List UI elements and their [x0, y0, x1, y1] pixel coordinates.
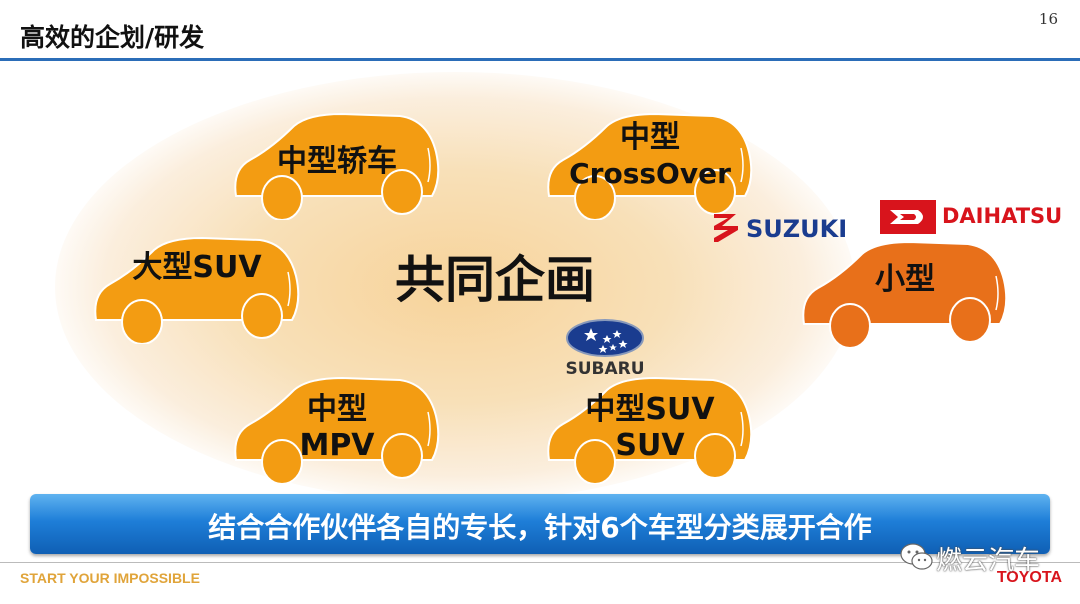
car-compact: 小型 [800, 236, 1010, 348]
wechat-icon [900, 543, 933, 570]
front-wheel [261, 175, 303, 220]
car-large-suv: 大型SUV [92, 232, 302, 344]
watermark-text: 燃云汽车 [936, 546, 1041, 576]
car-silhouette-icon [94, 236, 300, 344]
car-mid-crossover: 中型 CrossOver [545, 108, 755, 220]
front-wheel [574, 439, 616, 484]
suzuki-logo-text: SUZUKI [746, 215, 848, 243]
rear-wheel [694, 433, 736, 479]
page-number: 16 [1038, 10, 1058, 28]
car-label-line2: CrossOver [569, 157, 731, 190]
rear-wheel [381, 169, 423, 215]
suzuki-s-icon [714, 214, 738, 242]
slide-title: 高效的企划/研发 [20, 23, 205, 52]
car-silhouette-icon [547, 112, 753, 220]
title-divider [0, 58, 1080, 61]
front-wheel [574, 175, 616, 220]
joint-planning-label: 共同企画 [395, 251, 595, 309]
suzuki-logo: SUZUKI [710, 210, 865, 250]
rear-wheel [949, 297, 991, 343]
car-label: 小型 [875, 262, 935, 297]
front-wheel [261, 439, 303, 484]
car-label-line1: 中型SUV [585, 392, 715, 427]
car-label-line1: 中型 [307, 392, 367, 427]
subaru-logo-text: SUBARU [565, 359, 645, 379]
watermark: 燃云汽车 [900, 540, 1060, 580]
car-silhouette-icon [547, 376, 753, 484]
footer-slogan: START YOUR IMPOSSIBLE [20, 570, 200, 586]
car-silhouette-icon [234, 376, 440, 484]
car-label-line2: MPV [299, 428, 375, 463]
subaru-stars-icon [566, 319, 644, 357]
car-label-line1: 中型 [620, 120, 680, 155]
footer-divider [0, 562, 1080, 563]
car-label: 中型轿车 [277, 144, 397, 179]
toyota-logo-text: TOYOTA [996, 569, 1062, 586]
front-wheel [121, 299, 163, 344]
car-silhouette-icon [234, 112, 440, 220]
daihatsu-d-icon [880, 200, 936, 234]
car-silhouette-icon [802, 240, 1008, 348]
rear-wheel [241, 293, 283, 339]
car-mid-suv: 中型SUV SUV [545, 372, 755, 484]
car-mid-sedan: 中型轿车 [232, 108, 442, 220]
front-wheel [829, 303, 871, 348]
rear-wheel [381, 433, 423, 479]
car-label: 大型SUV [132, 250, 262, 285]
daihatsu-logo: DAIHATSU [880, 200, 1063, 236]
banner-text: 结合合作伙伴各自的专长，针对6个车型分类展开合作 [208, 511, 872, 544]
car-mid-mpv: 中型 MPV [232, 372, 442, 484]
subaru-logo: SUBARU [553, 318, 657, 382]
car-label-line2: SUV [615, 428, 685, 463]
daihatsu-logo-text: DAIHATSU [942, 204, 1063, 228]
cooperation-banner: 结合合作伙伴各自的专长，针对6个车型分类展开合作 [30, 494, 1050, 554]
